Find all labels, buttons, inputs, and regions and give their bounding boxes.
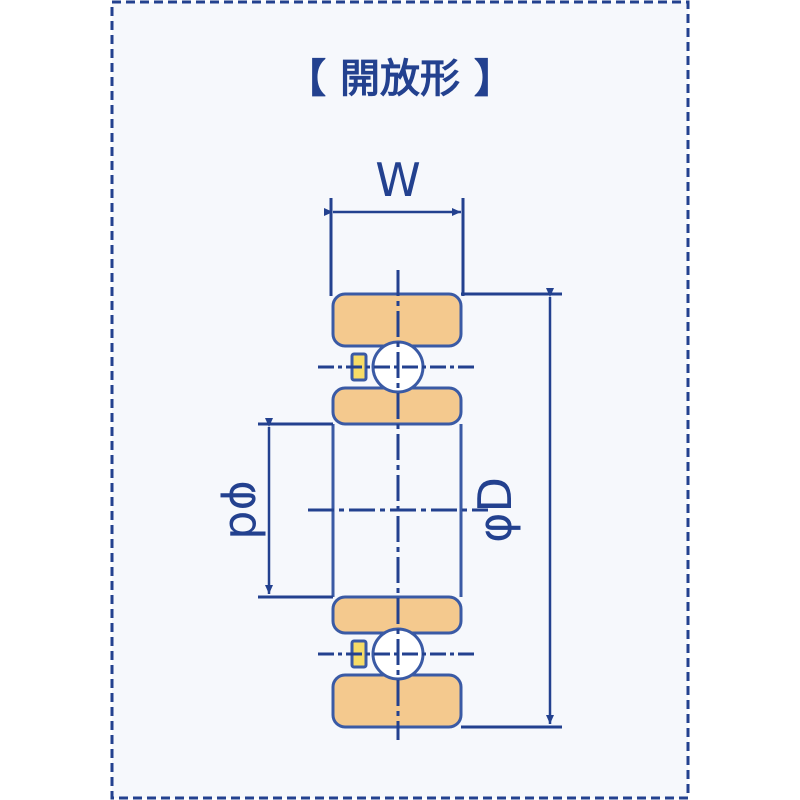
diagram-title: 【 開放形 】 <box>286 56 514 102</box>
width-label: W <box>375 153 420 207</box>
inner-diameter-label: φd <box>219 480 273 540</box>
outer-diameter-label: φD <box>468 477 522 543</box>
outer-diameter-dimension: φD <box>461 288 562 729</box>
width-dimension: W <box>324 153 465 296</box>
inner-diameter-dimension: φd <box>219 418 333 599</box>
